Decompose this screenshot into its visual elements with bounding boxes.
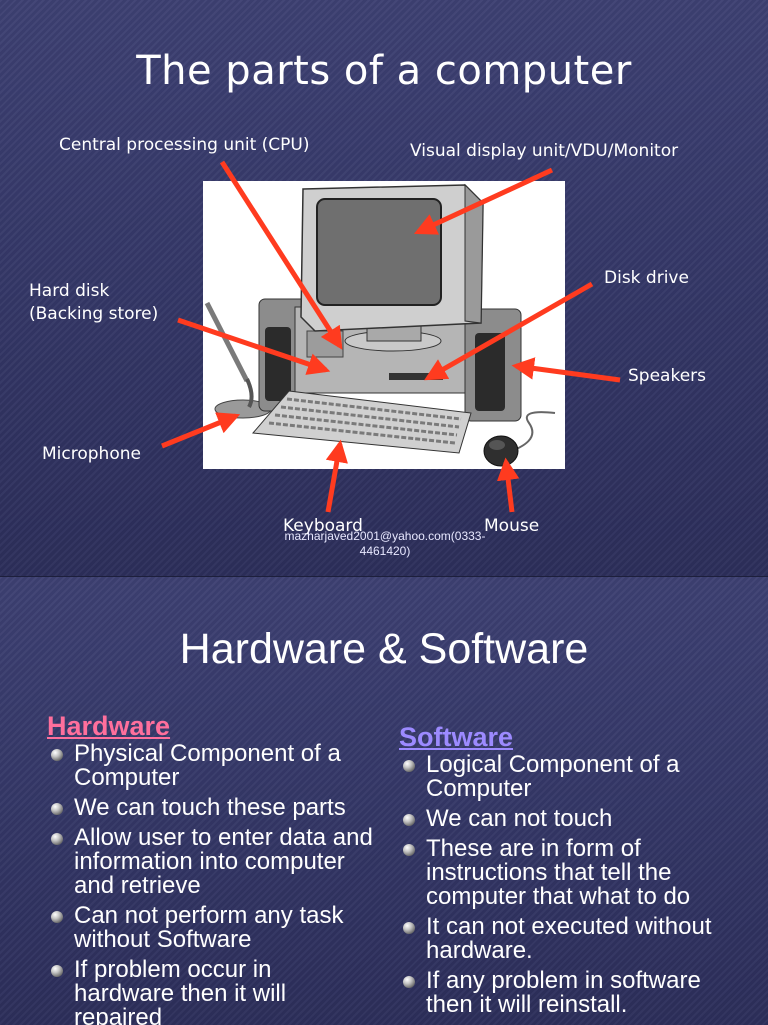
list-item: We can touch these parts — [47, 796, 377, 820]
bullet-icon — [403, 814, 415, 826]
mouse-image — [483, 435, 519, 467]
keyboard-image — [251, 390, 472, 454]
label-disk-drive: Disk drive — [604, 268, 689, 288]
label-microphone: Microphone — [42, 444, 141, 464]
list-item: Physical Component of a Computer — [47, 742, 377, 790]
computer-illustration-svg — [204, 183, 556, 467]
bullet-icon — [51, 911, 63, 923]
slide-hardware-software: Hardware & Software Hardware Physical Co… — [0, 576, 768, 1025]
label-mouse: Mouse — [484, 516, 540, 536]
slide-title: Hardware & Software — [179, 625, 589, 673]
bullet-icon — [403, 760, 415, 772]
list-item: It can not executed without hardware. — [399, 915, 744, 963]
list-item: Allow user to enter data and information… — [47, 826, 377, 898]
bullet-icon — [403, 844, 415, 856]
list-item: If any problem in software then it will … — [399, 969, 744, 1017]
bullet-icon — [403, 922, 415, 934]
software-heading: Software — [399, 722, 514, 752]
label-speakers: Speakers — [628, 366, 707, 386]
bullet-icon — [51, 803, 63, 815]
hardware-heading: Hardware — [47, 711, 171, 741]
label-keyboard: Keyboard — [283, 516, 363, 536]
monitor-screen — [316, 198, 442, 306]
disk-drive-slot — [389, 373, 443, 380]
microphone-stand — [204, 301, 250, 383]
hardware-column: Hardware Physical Component of a Compute… — [47, 710, 377, 1025]
slide-title: The parts of a computer — [136, 48, 632, 94]
list-item: These are in form of instructions that t… — [399, 837, 744, 909]
credit-line-2: 4461420) — [359, 544, 411, 558]
software-column: Software Logical Component of a Computer… — [399, 721, 744, 1023]
slide-parts-of-computer: The parts of a computer — [0, 0, 768, 576]
bullet-icon — [51, 833, 63, 845]
label-hard-disk: Hard disk — [29, 281, 110, 301]
mouse-arrow — [496, 457, 520, 513]
label-cpu: Central processing unit (CPU) — [59, 135, 310, 155]
list-item: Logical Component of a Computer — [399, 753, 744, 801]
list-item: We can not touch — [399, 807, 744, 831]
bullet-icon — [51, 749, 63, 761]
software-list: Logical Component of a Computer We can n… — [399, 753, 744, 1017]
credit-line-1: mazharjaved2001@yahoo.com(0333- — [284, 529, 486, 543]
computer-illustration — [203, 181, 565, 469]
bullet-icon — [403, 976, 415, 988]
bullet-icon — [51, 965, 63, 977]
list-item: If problem occur in hardware then it wil… — [47, 958, 377, 1025]
hardware-list: Physical Component of a Computer We can … — [47, 742, 377, 1025]
label-backing-store: (Backing store) — [29, 304, 159, 324]
label-monitor: Visual display unit/VDU/Monitor — [410, 141, 679, 161]
list-item: Can not perform any task without Softwar… — [47, 904, 377, 952]
author-credit: mazharjaved2001@yahoo.com(0333- 4461420) — [260, 529, 510, 559]
